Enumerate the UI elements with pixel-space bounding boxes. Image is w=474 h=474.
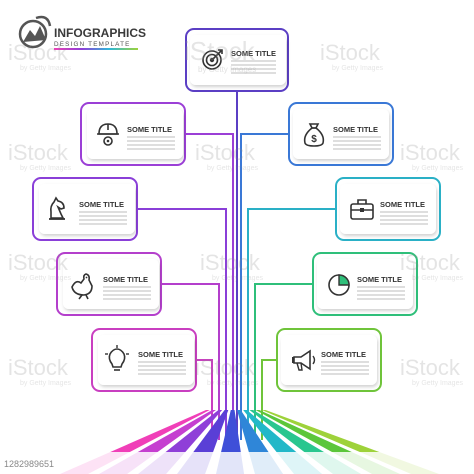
watermark-credit: by Getty Images <box>212 275 263 282</box>
watermark-credit: by Getty Images <box>207 165 258 172</box>
card-panel <box>98 335 194 385</box>
card-panel <box>293 109 389 159</box>
watermark-credit: by Getty Images <box>332 65 383 72</box>
card-panel <box>340 184 436 234</box>
card-panel <box>63 259 159 309</box>
image-id: 1282989651 <box>4 459 54 469</box>
briefcase-icon <box>350 199 374 220</box>
hen-icon <box>71 273 93 300</box>
card-panel <box>317 259 413 309</box>
card-frame <box>288 102 394 166</box>
logo-mountain-icon <box>23 26 46 42</box>
watermark-brand: iStock <box>184 36 256 66</box>
connector-line <box>254 283 313 440</box>
pie-chart-icon <box>328 274 350 296</box>
card-8[interactable]: SOME TITLE <box>91 328 197 392</box>
watermark-credit: by Getty Images <box>412 165 463 172</box>
svg-text:$: $ <box>311 134 317 145</box>
card-title: SOME TITLE <box>127 125 172 134</box>
watermark-brand: iStock <box>400 250 461 275</box>
connector-line <box>247 208 336 440</box>
watermark-credit: by Getty Images <box>20 165 71 172</box>
header-underline <box>54 48 138 50</box>
chess-knight-icon <box>49 196 65 220</box>
card-5[interactable]: SOME TITLE <box>335 177 441 241</box>
card-frame <box>56 252 162 316</box>
card-frame <box>276 328 382 392</box>
card-frame <box>91 328 197 392</box>
card-title: SOME TITLE <box>79 200 124 209</box>
card-3[interactable]: $ SOME TITLE <box>288 102 394 166</box>
watermark-credit: by Getty Images <box>207 380 258 387</box>
watermark-brand: iStock <box>8 250 69 275</box>
watermark-credit: by Getty Images <box>20 65 71 72</box>
card-title: SOME TITLE <box>357 275 402 284</box>
connector-line <box>185 133 234 440</box>
card-title: SOME TITLE <box>321 350 366 359</box>
watermark-brand: iStock <box>320 40 381 65</box>
card-panel <box>281 335 377 385</box>
watermark-brand: iStock <box>8 140 69 165</box>
card-title: SOME TITLE <box>380 200 425 209</box>
card-title: SOME TITLE <box>333 125 378 134</box>
header-title: INFOGRAPHICS <box>54 26 146 40</box>
megaphone-icon <box>292 349 316 371</box>
card-frame <box>185 28 289 92</box>
logo-swoosh-icon <box>35 15 52 27</box>
connector-line <box>137 208 227 440</box>
logo-badge-icon <box>18 19 48 49</box>
card-title: SOME TITLE <box>138 350 183 359</box>
card-panel <box>87 109 183 159</box>
card-frame <box>32 177 138 241</box>
header-logo: INFOGRAPHICS DESIGN TEMPLATE <box>18 15 146 50</box>
watermark-credit: by Getty Images <box>20 275 71 282</box>
card-title: SOME TITLE <box>103 275 148 284</box>
watermark-brand: iStock <box>8 355 69 380</box>
card-2[interactable]: SOME TITLE <box>80 102 186 166</box>
card-panel <box>39 184 135 234</box>
card-9[interactable]: SOME TITLE <box>276 328 382 392</box>
card-frame <box>312 252 418 316</box>
target-icon <box>202 49 223 70</box>
watermark-brand: iStock <box>8 40 69 65</box>
watermark-credit: by Getty Images <box>20 380 71 387</box>
watermark-brand: iStock <box>400 140 461 165</box>
card-1[interactable]: SOME TITLE <box>185 28 289 92</box>
card-frame <box>80 102 186 166</box>
connector-line <box>196 359 213 440</box>
header-subtitle: DESIGN TEMPLATE <box>54 41 131 48</box>
money-bag-icon: $ <box>303 123 325 147</box>
watermark-credit: by Getty Images <box>412 380 463 387</box>
watermark-credit: by Getty Images <box>412 275 463 282</box>
card-title: SOME TITLE <box>231 49 276 58</box>
card-7[interactable]: SOME TITLE <box>312 252 418 316</box>
footer-strip <box>0 452 474 474</box>
connector-line <box>161 283 220 440</box>
connector-lines <box>137 91 336 440</box>
watermark-brand: iStock <box>200 250 261 275</box>
watermark-brand: iStock <box>195 140 256 165</box>
lightbulb-icon <box>105 345 129 371</box>
card-frame <box>335 177 441 241</box>
watermark-credit: by Getty Images <box>198 65 256 74</box>
watermark-brand: iStock <box>195 355 256 380</box>
hard-hat-gear-icon <box>97 123 119 146</box>
card-6[interactable]: SOME TITLE <box>56 252 162 316</box>
card-4[interactable]: SOME TITLE <box>32 177 138 241</box>
connector-line <box>240 133 289 440</box>
watermark-brand: iStock <box>400 355 461 380</box>
